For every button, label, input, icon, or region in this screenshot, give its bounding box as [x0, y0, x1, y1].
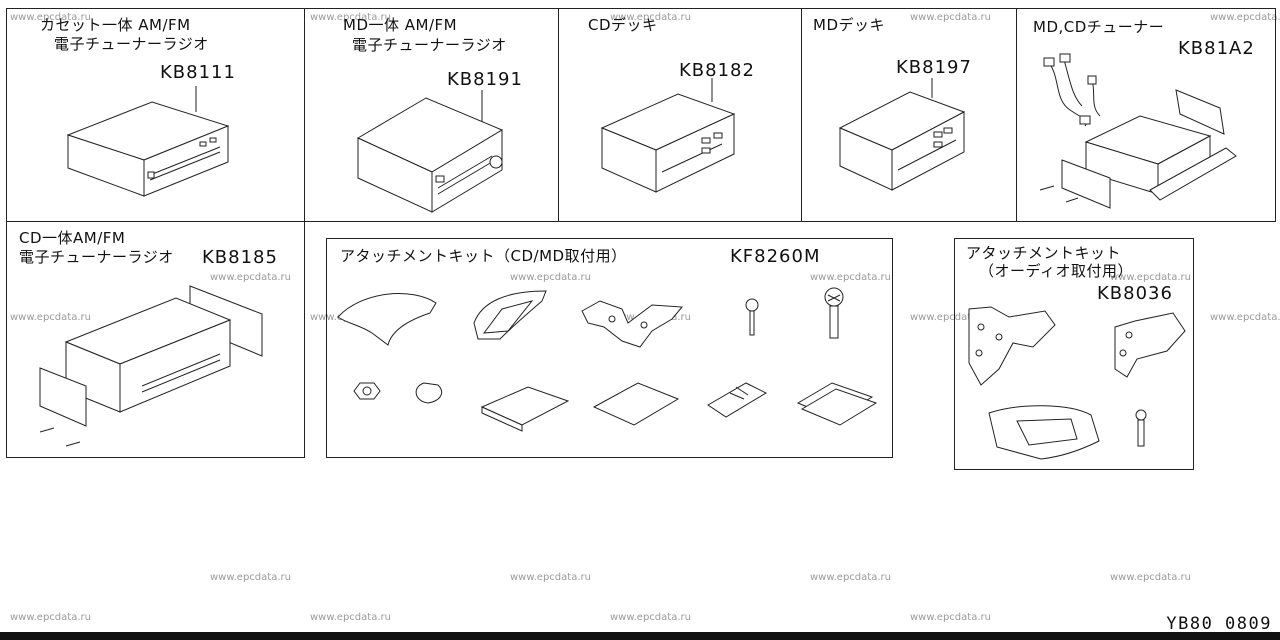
watermark: www.epcdata.ru — [10, 12, 91, 23]
watermark: www.epcdata.ru — [1110, 572, 1191, 583]
watermark: www.epcdata.ru — [210, 572, 291, 583]
divider — [801, 8, 802, 222]
divider — [1016, 8, 1017, 222]
part-code: KB81A2 — [1178, 38, 1255, 59]
watermark: www.epcdata.ru — [910, 12, 991, 23]
diagram-code: YB80 0809 — [1166, 614, 1272, 634]
watermark: www.epcdata.ru — [910, 612, 991, 623]
part-name: アタッチメントキット（CD/MD取付用） — [340, 247, 627, 265]
part-name: カセット一体 AM/FM — [40, 16, 191, 34]
md-radio-illustration — [356, 90, 504, 213]
panel-kb8036[interactable]: アタッチメントキット （オーディオ取付用） KB8036 — [954, 238, 1194, 470]
watermark: www.epcdata.ru — [510, 572, 591, 583]
part-code: KB8111 — [160, 62, 236, 83]
part-name: CDデッキ — [588, 16, 658, 34]
watermark: www.epcdata.ru — [810, 572, 891, 583]
md-deck-illustration — [838, 78, 966, 191]
part-name-sub: （オーディオ取付用） — [979, 262, 1133, 280]
watermark: www.epcdata.ru — [610, 12, 691, 23]
attachment-kit-parts-illustration — [337, 287, 878, 432]
audio-bracket-kit-illustration — [968, 306, 1186, 460]
part-code: KF8260M — [730, 246, 821, 267]
radio-cassette-illustration — [66, 86, 230, 197]
part-name-sub: 電子チューナーラジオ — [19, 248, 174, 266]
part-name: MD一体 AM/FM — [343, 16, 458, 34]
part-code: KB8191 — [447, 69, 523, 90]
part-code: KB8036 — [1097, 283, 1173, 304]
part-name: MD,CDチューナー — [1033, 18, 1165, 36]
part-code: KB8185 — [202, 247, 278, 268]
part-code: KB8182 — [679, 60, 755, 81]
part-name-sub: 電子チューナーラジオ — [54, 35, 209, 53]
part-name: MDデッキ — [813, 16, 885, 34]
watermark: www.epcdata.ru — [1210, 12, 1280, 23]
part-name: アタッチメントキット — [966, 244, 1122, 262]
watermark: www.epcdata.ru — [10, 612, 91, 623]
cd-deck-illustration — [600, 78, 736, 193]
watermark: www.epcdata.ru — [1210, 312, 1280, 323]
watermark: www.epcdata.ru — [910, 312, 991, 323]
footer-bar — [0, 632, 1280, 640]
part-name-sub: 電子チューナーラジオ — [352, 36, 507, 54]
top-row-frame — [6, 8, 1276, 222]
watermark: www.epcdata.ru — [510, 272, 591, 283]
watermark: www.epcdata.ru — [810, 272, 891, 283]
part-code: KB8197 — [896, 57, 972, 78]
panel-kf8260m[interactable]: アタッチメントキット（CD/MD取付用） KF8260M — [326, 238, 893, 458]
panel-kb8185-frame — [6, 221, 305, 458]
watermark: www.epcdata.ru — [10, 312, 91, 323]
watermark: www.epcdata.ru — [610, 612, 691, 623]
watermark: www.epcdata.ru — [1110, 272, 1191, 283]
part-name: CD一体AM/FM — [19, 229, 126, 247]
cd-radio-kit-illustration — [39, 285, 263, 447]
divider — [558, 8, 559, 222]
watermark: www.epcdata.ru — [310, 12, 391, 23]
watermark: www.epcdata.ru — [210, 272, 291, 283]
divider — [304, 8, 305, 222]
md-cd-tuner-kit-illustration — [1039, 53, 1237, 209]
watermark: www.epcdata.ru — [310, 612, 391, 623]
